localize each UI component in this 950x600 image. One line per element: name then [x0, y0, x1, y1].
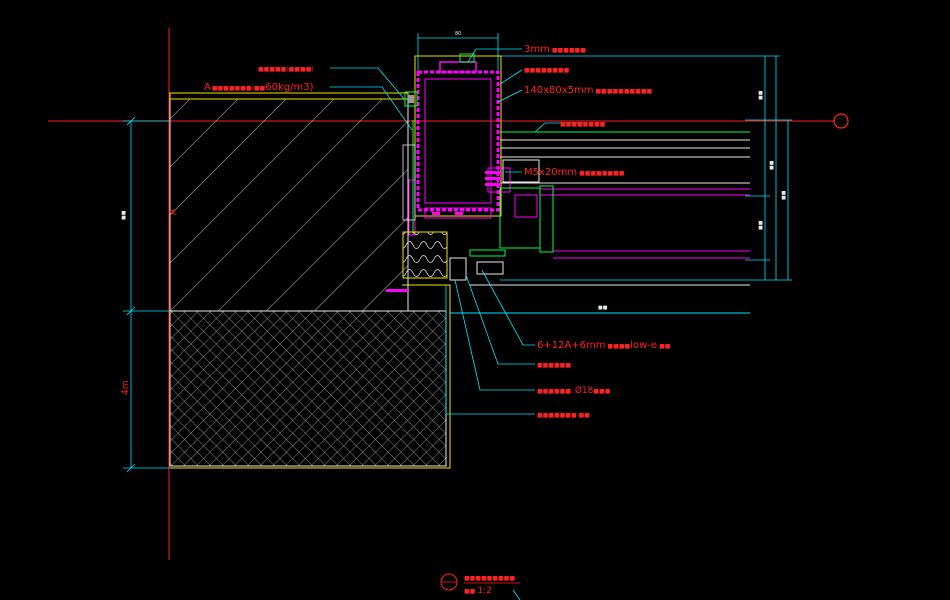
top-plate	[439, 61, 477, 73]
svg-text:■■: ■■	[769, 160, 775, 170]
dim-left-vertical: 4m	[121, 381, 131, 396]
label-steel-tube: 140x80x5mm■■■■■■■■■■	[524, 85, 653, 96]
label-insulation: A■■■■■■■(■■60kg/m3)	[204, 82, 314, 93]
svg-text:■■: ■■	[121, 210, 127, 220]
steel-tube-outer	[416, 70, 500, 212]
prefix-a-vertical: A	[169, 208, 179, 215]
right-dimension	[500, 55, 792, 281]
label-3mm-plate: 3mm■■■■■■	[524, 44, 586, 55]
label-bolt: M5x20mm■■■■■■■■	[524, 167, 625, 178]
label-aluminium-cover: ■■■■■■■■	[524, 67, 570, 74]
label-glass: 6+12A+6mm■■■■low-e■■	[537, 340, 671, 351]
label-foam-rod: ■■■■■■, Ø18■■■	[537, 385, 611, 396]
bolt-markers	[386, 171, 501, 292]
finish-outline	[170, 284, 451, 469]
grid-axis-circle-icon	[833, 113, 849, 129]
left-dimension	[123, 116, 170, 473]
floor-screed	[169, 92, 409, 100]
svg-text:■■: ■■	[781, 190, 787, 200]
section-marker-icon	[440, 573, 458, 591]
label-sealant: ■■■■■■■ ■■	[537, 412, 590, 419]
label-fire-board: ■■■■■(■■■■)	[258, 66, 314, 73]
svg-text:80: 80	[455, 31, 461, 37]
dimension-texts: 80 ■■ ■■ ■■ ■■ ■■ ■■	[121, 31, 787, 311]
title-scale: ■■1:2	[464, 586, 492, 596]
concrete-slab	[169, 98, 409, 312]
mullion-outline	[414, 55, 502, 217]
svg-text:■■: ■■	[598, 305, 608, 311]
top-dimension	[417, 33, 499, 70]
label-aluminium-sash: ■■■■■■	[537, 362, 571, 369]
title-chinese: ■■■■■■■■■	[464, 575, 515, 582]
svg-text:■■: ■■	[758, 220, 764, 230]
insulation-block	[402, 231, 448, 279]
label-aluminium-profile: ■■■■■■■■	[560, 121, 606, 128]
masonry-wall	[169, 310, 447, 467]
steel-tube-inner	[424, 78, 492, 204]
glass-lines	[450, 131, 750, 314]
leader-lines	[330, 48, 583, 600]
svg-text:■■: ■■	[758, 90, 764, 100]
